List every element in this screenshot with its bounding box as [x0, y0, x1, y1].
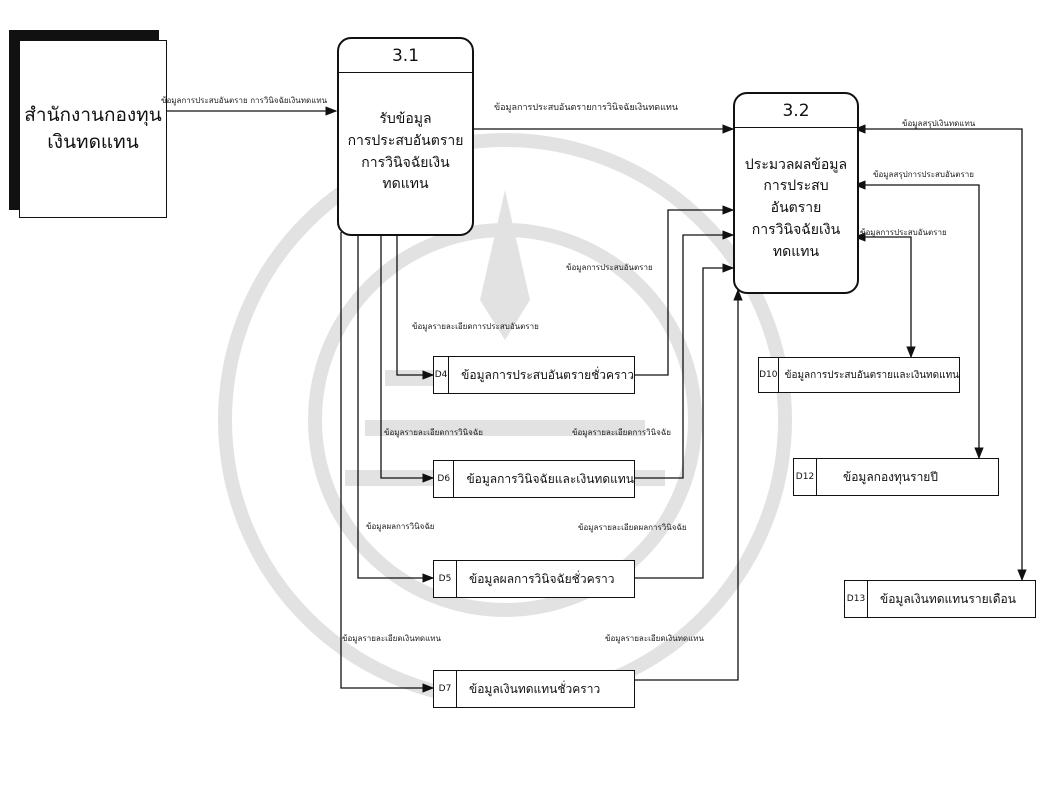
store-name: ข้อมูลการประสบอันตรายและเงินทดแทน	[784, 369, 959, 381]
flow-p32-d10-line	[853, 232, 916, 359]
data-store-d5[interactable]: D5 ข้อมูลผลการวินิจฉัยชั่วคราว	[433, 560, 635, 598]
entity-label: สำนักงานกองทุน เงินทดแทน	[24, 104, 162, 153]
flow-label-d6-to-p32: ข้อมูลรายละเอียดการวินิจฉัย	[572, 428, 671, 437]
data-store-d4[interactable]: D4 ข้อมูลการประสบอันตรายชั่วคราว	[433, 356, 635, 394]
flow-p31-to-d6-line	[380, 232, 435, 483]
store-name: ข้อมูลเงินทดแทนรายเดือน	[880, 591, 1016, 606]
store-id: D10	[759, 358, 779, 392]
flow-label-d7-to-p32: ข้อมูลรายละเอียดเงินทดแทน	[605, 634, 705, 643]
flow-label-d4-to-p32: ข้อมูลการประสบอันตราย	[566, 263, 653, 272]
flow-label-p31-to-d7: ข้อมูลรายละเอียดเงินทดแทน	[342, 634, 442, 643]
process-name: ประมวลผลข้อมูล การประสบอันตราย การวินิจฉ…	[744, 156, 848, 260]
store-id: D4	[434, 357, 450, 393]
flow-p31-to-d7-line	[340, 232, 435, 693]
flow-label-p31-to-d6: ข้อมูลรายละเอียดการวินิจฉัย	[384, 428, 483, 437]
flow-label-p31-to-d4: ข้อมูลรายละเอียดการประสบอันตราย	[412, 322, 539, 331]
process-name: รับข้อมูล การประสบอันตราย การวินิจฉัยเงิ…	[347, 111, 464, 193]
process-3-1[interactable]: 3.1 รับข้อมูล การประสบอันตราย การวินิจฉั…	[337, 37, 474, 236]
external-entity-fund-office[interactable]: สำนักงานกองทุน เงินทดแทน	[19, 40, 167, 218]
flow-label-d5-to-p32: ข้อมูลรายละเอียดผลการวินิจฉัย	[578, 523, 687, 532]
flow-label-p32-d12: ข้อมูลสรุปการประสบอันตราย	[873, 170, 974, 179]
flow-label-p32-d13: ข้อมูลสรุปเงินทดแทน	[902, 119, 976, 128]
flow-label-p31-to-d5: ข้อมูลผลการวินิจฉัย	[366, 522, 435, 531]
data-store-d10[interactable]: D10 ข้อมูลการประสบอันตรายและเงินทดแทน	[758, 357, 960, 393]
store-id: D5	[434, 561, 457, 597]
store-id: D7	[434, 671, 457, 707]
store-name: ข้อมูลการวินิจฉัยและเงินทดแทน	[466, 471, 634, 486]
data-store-d7[interactable]: D7 ข้อมูลเงินทดแทนชั่วคราว	[433, 670, 635, 708]
flow-d7-to-p32-line	[633, 288, 743, 681]
flow-p31-to-d4-line	[396, 232, 435, 380]
store-name: ข้อมูลกองทุนรายปี	[843, 469, 938, 484]
data-store-d6[interactable]: D6 ข้อมูลการวินิจฉัยและเงินทดแทน	[433, 460, 635, 498]
store-name: ข้อมูลผลการวินิจฉัยชั่วคราว	[469, 571, 615, 586]
flow-p32-d13-line	[853, 124, 1027, 582]
data-store-d12[interactable]: D12 ข้อมูลกองทุนรายปี	[793, 458, 999, 496]
store-name: ข้อมูลการประสบอันตรายชั่วคราว	[461, 367, 634, 382]
store-id: D13	[845, 581, 868, 617]
store-name: ข้อมูลเงินทดแทนชั่วคราว	[469, 681, 601, 696]
process-id: 3.2	[735, 94, 857, 128]
flow-label-entity-to-p31: ข้อมูลการประสบอันตราย การวินิจฉัยเงินทดแ…	[161, 96, 328, 105]
store-id: D6	[434, 461, 455, 497]
flow-label-p32-d10: ข้อมูลการประสบอันตราย	[860, 228, 947, 237]
flow-p32-d12-line	[853, 180, 984, 460]
flow-p31-to-d5-line	[357, 232, 435, 583]
process-3-2[interactable]: 3.2 ประมวลผลข้อมูล การประสบอันตราย การวิ…	[733, 92, 859, 294]
flow-d5-to-p32-line	[633, 263, 735, 579]
flow-d6-to-p32-line	[633, 230, 735, 479]
process-id: 3.1	[339, 39, 472, 73]
data-store-d13[interactable]: D13 ข้อมูลเงินทดแทนรายเดือน	[844, 580, 1036, 618]
flow-d4-to-p32-line	[633, 205, 735, 376]
store-id: D12	[794, 459, 817, 495]
flow-label-p31-to-p32: ข้อมูลการประสบอันตรายการวินิจฉัยเงินทดแท…	[494, 103, 678, 113]
